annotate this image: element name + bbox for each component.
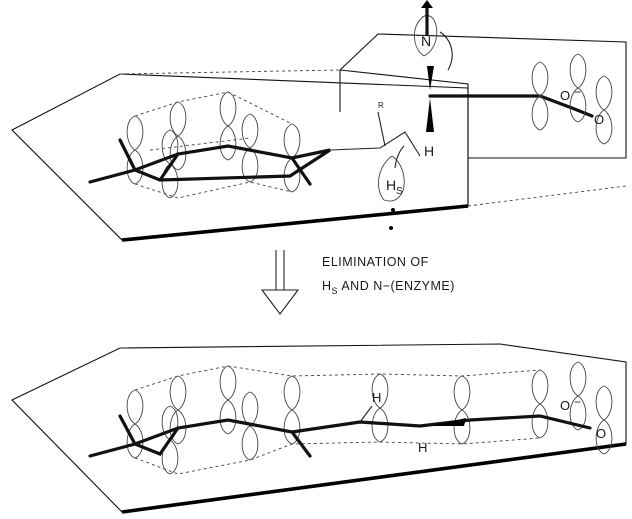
bottom-plane xyxy=(11,343,627,513)
top-block-front-face xyxy=(339,69,469,206)
top-n-curved-arrow xyxy=(439,31,453,71)
top-ring-orbitals xyxy=(126,91,301,199)
arrow-caption-line2: HS AND N−(ENZYME) xyxy=(322,279,455,296)
bottom-label-o-lower: O xyxy=(596,426,606,441)
top-cooo-bond xyxy=(428,94,594,118)
bottom-plane-front-edge xyxy=(121,442,627,514)
top-h-wedge xyxy=(426,98,434,132)
top-hs-orbital xyxy=(377,155,405,202)
top-ring-bonds-2 xyxy=(118,138,312,186)
top-dot-1 xyxy=(391,208,395,212)
top-hs-arrow xyxy=(394,145,405,169)
top-cr-bond xyxy=(377,111,386,147)
top-n-arrowhead xyxy=(421,0,433,8)
top-block-dashed-edge xyxy=(467,185,627,207)
bottom-label-o-charge: − xyxy=(574,395,581,409)
reaction-arrow xyxy=(260,250,300,315)
top-plane-back-dash xyxy=(119,69,341,75)
bottom-label-h-upper: H xyxy=(372,390,381,405)
bottom-scheme: H H O − O xyxy=(11,343,627,514)
top-label-hs: HS xyxy=(386,177,403,197)
top-scheme: N R HS H O − O xyxy=(11,0,627,242)
bottom-label-o-upper: O xyxy=(560,398,570,413)
bottom-h-upper-bond xyxy=(359,405,373,423)
top-label-n: N xyxy=(421,33,431,49)
top-dot-2 xyxy=(389,226,393,230)
bottom-ring-bonds xyxy=(88,414,312,458)
top-n-wedge xyxy=(427,66,434,90)
top-plane xyxy=(11,73,469,241)
top-raised-block xyxy=(339,33,627,159)
bottom-label-h-lower: H xyxy=(418,440,427,455)
top-label-o-charge: − xyxy=(574,85,581,99)
top-label-h: H xyxy=(424,143,434,159)
top-plane-front-edge xyxy=(121,204,469,242)
bottom-h-lower-wedge xyxy=(432,418,466,426)
bottom-dashed-overlap xyxy=(134,365,541,475)
arrow-caption-line1: ELIMINATION OF xyxy=(322,255,429,269)
top-label-o-lower: O xyxy=(594,112,604,127)
top-n-group xyxy=(414,0,453,132)
top-label-r: R xyxy=(378,101,384,110)
top-chain-bond xyxy=(329,131,421,157)
top-label-o-upper: O xyxy=(560,88,570,103)
